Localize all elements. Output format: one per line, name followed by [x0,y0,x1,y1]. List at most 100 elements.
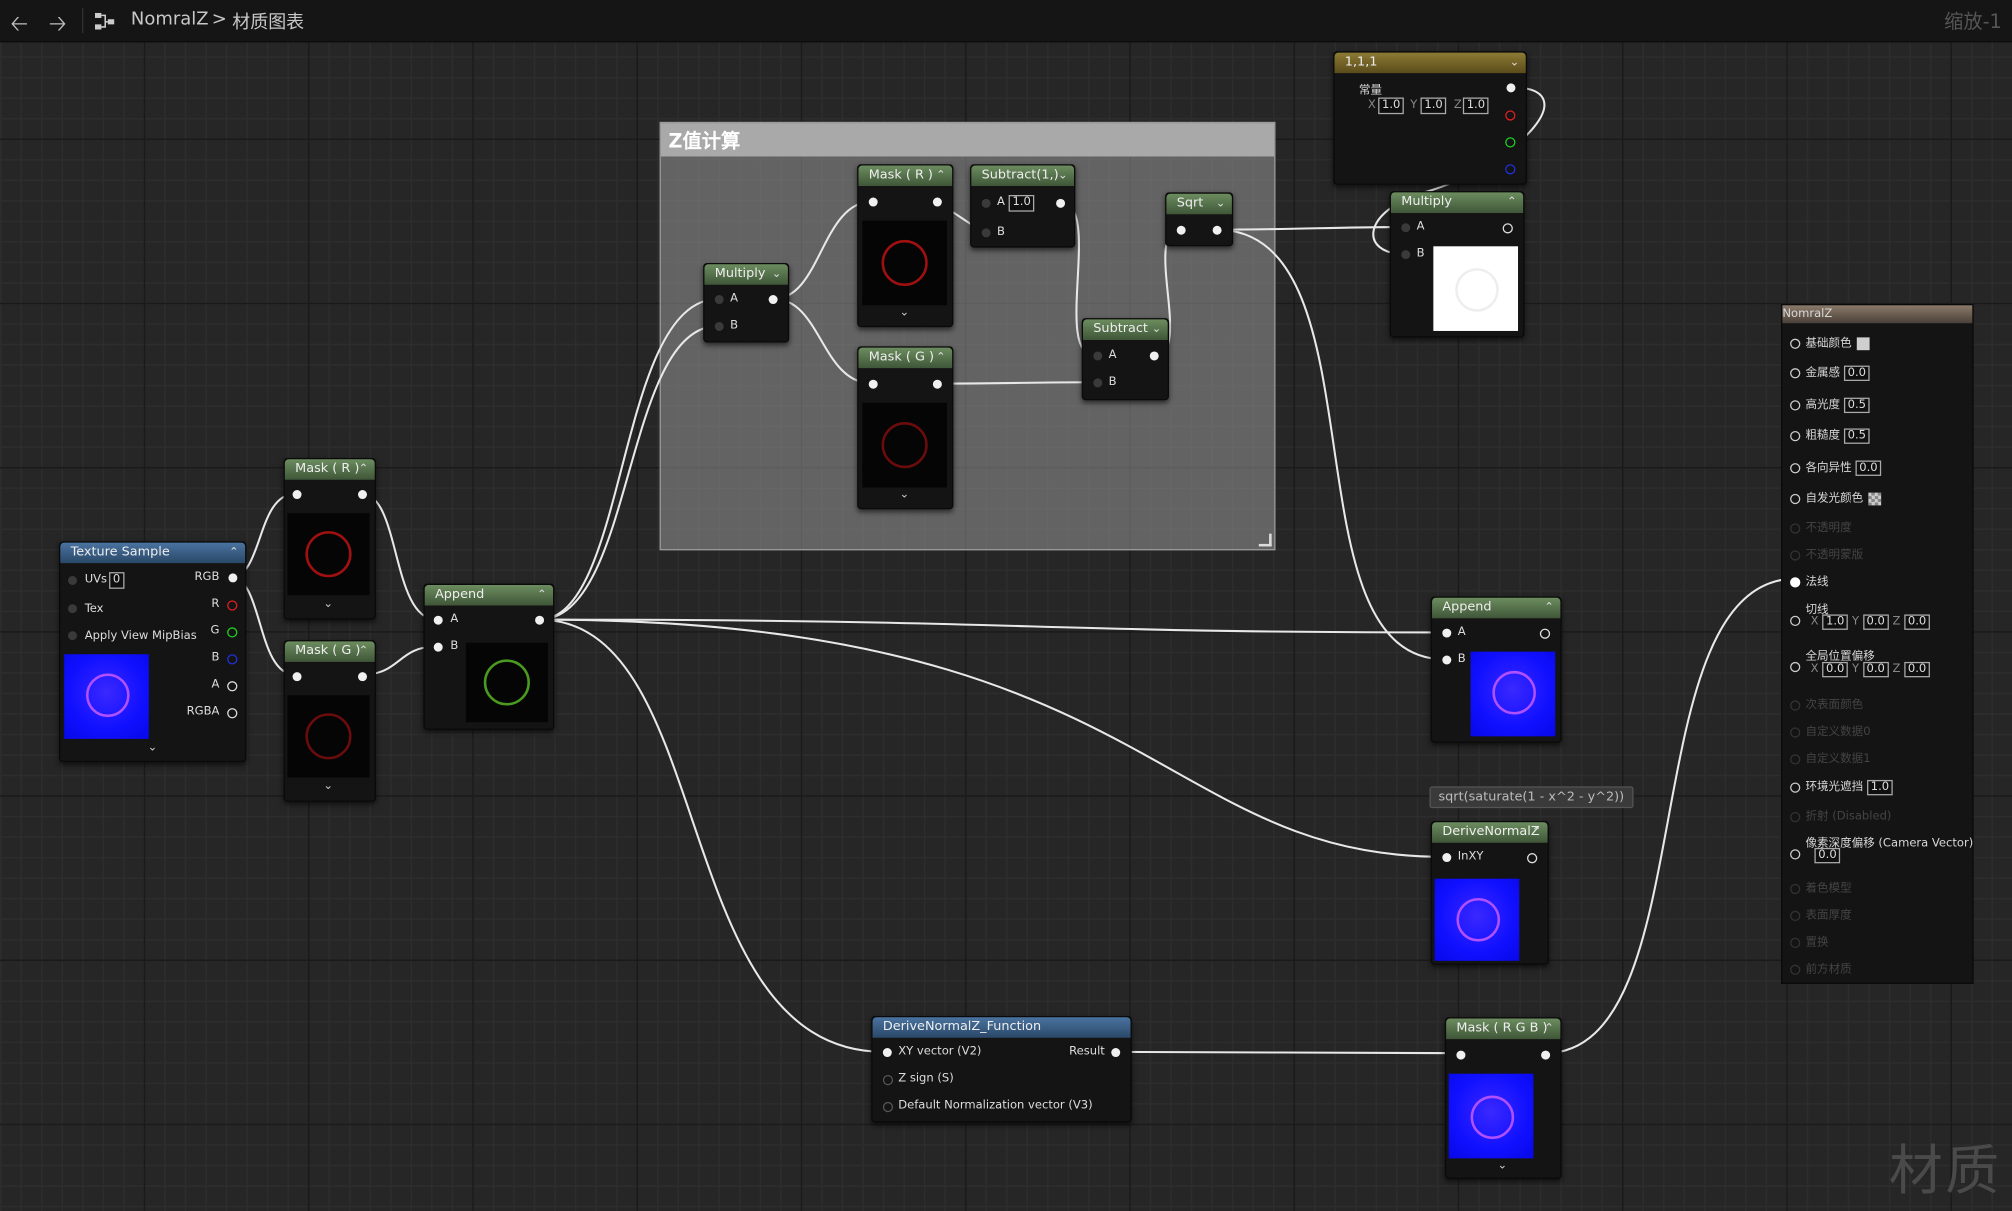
input-pin-tex[interactable] [68,604,77,614]
input-pin-b[interactable] [433,642,443,652]
input-pin-xy[interactable] [882,1048,892,1058]
output-pin[interactable] [358,672,367,682]
collapse-icon[interactable]: ⌃ [936,351,946,365]
mask-r-node[interactable]: Mask ( R )⌃ ⌄ [283,457,376,620]
z-value-field[interactable]: 0.0 [1904,614,1931,630]
collapse-icon[interactable]: ⌃ [1507,196,1517,210]
collapse-icon[interactable]: ⌃ [936,169,946,183]
pin-pixel-depth-offset[interactable]: 像素深度偏移 (Camera Vector) [1790,834,1973,859]
input-pin-b[interactable] [714,321,724,331]
output-pin[interactable] [1502,223,1513,234]
input-pin[interactable] [1790,576,1801,587]
y-value-field[interactable]: 0.0 [1862,614,1889,630]
collapse-icon[interactable]: ⌄ [771,268,782,281]
value-field[interactable]: 1.0 [1866,779,1894,796]
arrow-left-icon[interactable]: 🡠 [10,11,28,38]
input-pin[interactable] [1790,338,1801,349]
pin-tangent[interactable]: 切线 [1790,600,1829,626]
input-pin[interactable] [1790,661,1801,672]
output-pin-b[interactable] [1505,164,1516,175]
pin-metallic[interactable]: 金属感 0.0 [1790,363,1870,381]
value-field[interactable]: 0.0 [1814,847,1841,864]
multiply-top-node[interactable]: Multiply⌃ A B [1389,191,1525,338]
chevron-down-icon[interactable]: ⌄ [1497,1159,1508,1173]
collapse-icon[interactable]: ⌃ [1531,826,1542,839]
pin-normal[interactable]: 法线 [1790,572,1829,589]
collapse-icon[interactable]: ⌃ [1544,601,1554,615]
output-pin[interactable] [1056,198,1066,208]
multiply-node[interactable]: Multiply⌄ A B [703,262,790,343]
a-value-field[interactable]: 1.0 [1008,194,1035,212]
collapse-icon[interactable]: ⌃ [536,588,547,602]
value-field[interactable]: 0.0 [1855,460,1882,476]
input-pin-a[interactable] [981,198,991,208]
derive-normalz-node[interactable]: DeriveNormalZ⌃ InXY [1430,820,1549,965]
constant3-node[interactable]: 1,1,1⌄ 常量 X 1.0 Y 1.0 Z 1.0 [1333,51,1528,185]
output-pin[interactable] [1527,853,1538,864]
input-pin[interactable] [292,672,302,682]
input-pin-inxy[interactable] [1442,853,1452,863]
x-value-field[interactable]: 1.0 [1378,97,1405,115]
pin-anisotropy[interactable]: 各向异性 0.0 [1790,458,1882,476]
uvs-value-field[interactable]: 0 [109,572,125,589]
collapse-icon[interactable]: ⌃ [1544,1022,1554,1036]
output-pin-rgb[interactable] [228,573,238,583]
chevron-down-icon[interactable]: ⌄ [147,741,158,755]
chevron-down-icon[interactable]: ⌄ [323,597,334,611]
pin-world-offset[interactable]: 全局位置偏移 [1790,647,1875,672]
input-pin[interactable] [1790,781,1801,793]
z-value-field[interactable]: 1.0 [1462,97,1489,115]
collapse-icon[interactable]: ⌄ [1057,169,1068,183]
collapse-icon[interactable]: ⌃ [358,463,369,476]
input-pin-a[interactable] [433,615,443,625]
output-pin[interactable] [932,379,942,389]
pin-ambient-occlusion[interactable]: 环境光遮挡 1.0 [1790,777,1894,796]
breadcrumb-material[interactable]: NomralZ [130,8,209,30]
chevron-down-icon[interactable]: ⌄ [323,779,334,793]
input-pin[interactable] [1456,1050,1466,1060]
input-pin[interactable] [868,197,878,207]
input-pin-default[interactable] [882,1101,894,1113]
input-pin[interactable] [1790,399,1801,410]
checker-swatch[interactable] [1868,491,1882,505]
input-pin-b[interactable] [1401,250,1411,260]
collapse-icon[interactable]: ⌃ [358,645,369,659]
output-pin[interactable] [535,615,545,625]
collapse-icon[interactable]: ⌄ [1509,56,1520,70]
y-value-field[interactable]: 1.0 [1420,97,1447,115]
arrow-right-icon[interactable]: 🡢 [48,11,67,38]
x-value-field[interactable]: 1.0 [1822,614,1849,630]
input-pin-b[interactable] [1442,655,1452,665]
subtract-one-node[interactable]: Subtract(1,)⌄ A 1.0 B [970,164,1076,248]
output-pin-b[interactable] [227,654,238,665]
pin-emissive[interactable]: 自发光颜色 [1790,489,1882,505]
mask-g-node[interactable]: Mask ( G )⌃ ⌄ [283,640,376,802]
output-pin-result[interactable] [1111,1048,1121,1058]
output-pin-a[interactable] [227,681,238,692]
texture-sample-node[interactable]: Texture Sample⌃ UVs 0 Tex Apply View Mip… [59,541,247,762]
pin-base-color[interactable]: 基础颜色 [1790,334,1870,350]
mask-r-group-node[interactable]: Mask ( R )⌃ ⌄ [857,164,954,328]
chevron-down-icon[interactable]: ⌄ [899,306,910,320]
mask-rgb-node[interactable]: Mask ( R G B )⌃ ⌄ [1444,1017,1562,1179]
output-pin[interactable] [1541,1050,1551,1060]
input-pin[interactable] [868,379,878,389]
input-pin[interactable] [1790,615,1801,626]
output-pin[interactable] [932,197,942,207]
input-pin-b[interactable] [1093,378,1103,388]
z-value-field[interactable]: 0.0 [1904,661,1931,678]
input-pin-b[interactable] [981,228,991,238]
output-pin-g[interactable] [227,627,238,638]
sqrt-node[interactable]: Sqrt⌄ [1165,192,1234,247]
pin-roughness[interactable]: 粗糙度 0.5 [1790,426,1870,444]
output-pin[interactable] [1149,351,1159,361]
output-pin[interactable] [768,295,778,305]
chevron-down-icon[interactable]: ⌄ [899,488,910,502]
input-pin-mipbias[interactable] [68,631,77,641]
input-pin[interactable] [1790,430,1801,441]
collapse-icon[interactable]: ⌃ [228,546,239,560]
x-value-field[interactable]: 0.0 [1822,661,1849,678]
input-pin[interactable] [1790,367,1801,378]
input-pin[interactable] [292,490,302,500]
